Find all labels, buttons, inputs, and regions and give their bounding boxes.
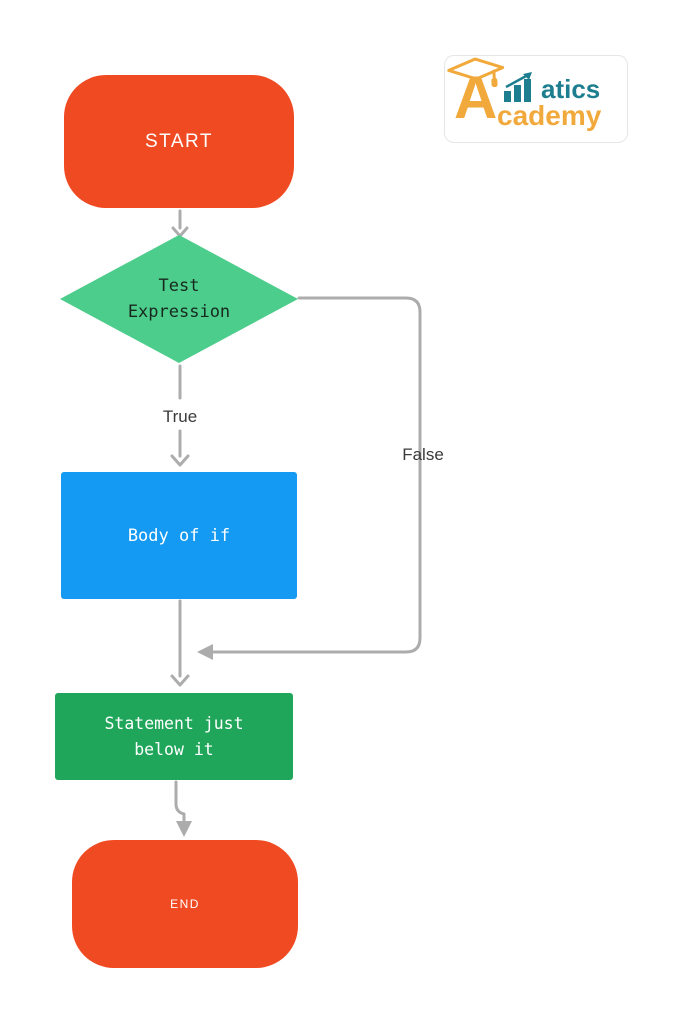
arrowhead-filled-left [197,644,213,660]
logo-word-cademy: cademy [497,100,602,131]
node-end: END [72,840,298,968]
node-decision-label-line2: Expression [127,302,231,322]
arrowhead-open-down-3 [170,674,190,687]
node-statement-label-line1: Statement just [104,713,244,733]
arrowhead-filled-down [176,821,192,837]
graduation-cap-icon [447,57,505,88]
node-body-of-if: Body of if [61,472,297,599]
node-end-label: END [170,897,200,911]
logo: A atics cademy [444,55,628,143]
node-decision-label-line1: Test [158,276,200,296]
node-statement-below: Statement just below it [55,693,293,780]
logo-letter-a: A [454,64,498,131]
node-start-label: START [144,130,214,152]
edge-label-true: True [162,407,198,426]
node-start: START [64,75,294,208]
edge-statement-end [174,780,186,823]
node-statement-label-line2: below it [134,739,214,759]
bar-chart-arrow-icon [504,72,532,102]
logo-word-atics: atics [541,74,601,104]
node-body-label: Body of if [127,525,231,546]
logo-top-row: atics [503,72,600,102]
edge-label-false: False [402,445,444,464]
edge-false-branch [210,296,422,654]
arrowhead-open-down-2 [170,454,190,467]
